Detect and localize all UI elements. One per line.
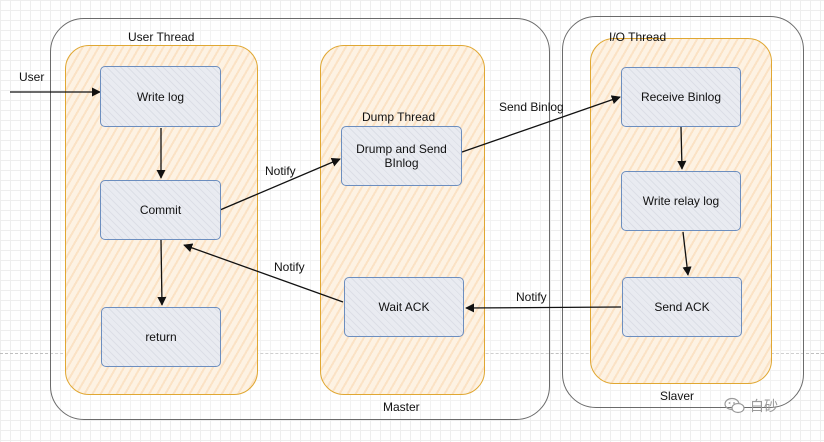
write-relay-log-node[interactable]: Write relay log [621, 171, 741, 231]
edge-commit-to-dump [219, 158, 341, 211]
edge-dump-to-receive-binlog [461, 95, 621, 153]
master-label: Master [383, 400, 420, 414]
edge-wait-ack-to-commit [183, 243, 344, 303]
edge-send-ack-to-wait-ack [465, 303, 622, 313]
edge-commit-to-return [157, 239, 167, 306]
wechat-icon [724, 397, 745, 414]
notify-label-ack: Notify [516, 290, 547, 304]
user-edge-label: User [19, 70, 45, 84]
send-binlog-label: Send Binlog [499, 100, 564, 114]
edge-write-relay-to-send-ack [682, 231, 692, 276]
write-log-node[interactable]: Write log [100, 66, 221, 127]
notify-label-wait-commit: Notify [274, 260, 305, 274]
dump-thread-label: Dump Thread [362, 110, 436, 124]
wait-ack-node[interactable]: Wait ACK [344, 277, 464, 337]
watermark: 白砂 [724, 396, 778, 416]
watermark-text: 白砂 [750, 398, 778, 414]
slaver-label: Slaver [660, 389, 695, 403]
io-thread-label: I/O Thread [609, 30, 667, 44]
edge-receive-to-write-relay [677, 126, 687, 170]
user-thread-label: User Thread [128, 30, 195, 44]
send-ack-node[interactable]: Send ACK [622, 277, 742, 337]
dump-send-binlog-node[interactable]: Drump and Send BInlog [341, 126, 462, 186]
receive-binlog-node[interactable]: Receive Binlog [621, 67, 741, 127]
notify-label-commit-dump: Notify [265, 164, 296, 178]
return-node[interactable]: return [101, 307, 221, 367]
commit-node[interactable]: Commit [100, 180, 221, 240]
